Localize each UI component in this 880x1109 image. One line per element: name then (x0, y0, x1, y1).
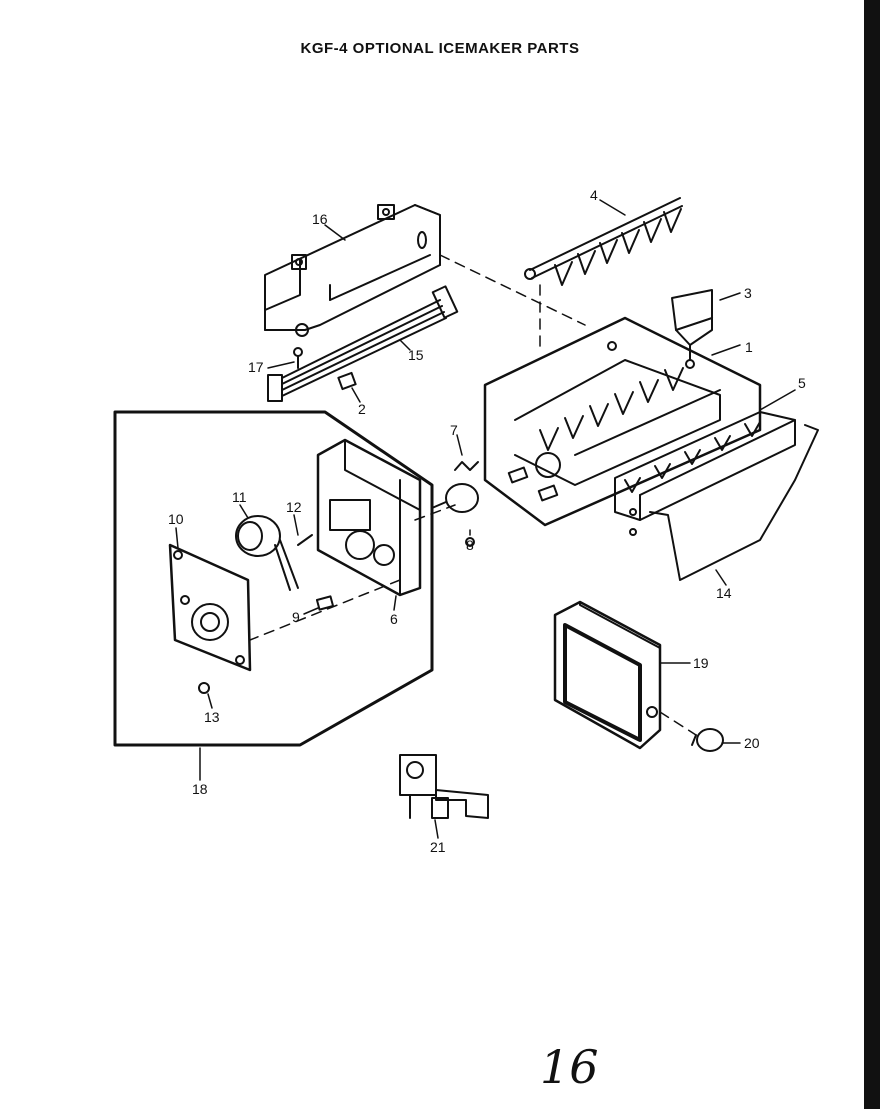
callout-11: 11 (232, 489, 247, 505)
part-8-motor (431, 483, 479, 547)
part-12-pin (297, 534, 313, 546)
part-10-mounting-plate (168, 543, 252, 672)
callout-15: 15 (408, 347, 424, 363)
callout-20: 20 (744, 735, 760, 751)
part-14-shutoff-arm (649, 424, 819, 581)
part-4-ejector (524, 197, 683, 286)
part-20-knob (691, 728, 724, 752)
part-1-ice-mold (483, 316, 762, 527)
callout-18: 18 (192, 781, 208, 797)
callout-9: 9 (292, 609, 300, 625)
part-17-screw (293, 347, 303, 369)
callout-10: 10 (168, 511, 184, 527)
part-2-clip (337, 371, 357, 391)
part-18-housing-outline (113, 410, 434, 747)
leader-lines (175, 199, 796, 839)
part-15-wire-harness (267, 285, 459, 402)
part-21-water-valve (399, 754, 489, 819)
part-7-clip (454, 461, 479, 471)
page-title: KGF-4 OPTIONAL ICEMAKER PARTS (300, 40, 580, 57)
callout-12: 12 (286, 499, 302, 515)
callout-8: 8 (466, 537, 474, 553)
part-3-fill-cup (671, 289, 713, 361)
scan-edge-shadow (864, 0, 880, 1109)
callout-16: 16 (312, 211, 328, 227)
part-5-tray-rail (614, 411, 796, 536)
callout-21: 21 (430, 839, 446, 855)
callout-14: 14 (716, 585, 732, 601)
callout-labels: 1 2 3 4 5 6 7 8 9 10 11 12 13 14 15 16 1… (168, 187, 806, 855)
part-11-timer-motor (235, 515, 299, 591)
callout-1: 1 (745, 339, 753, 355)
part-13-screw (198, 682, 210, 694)
callout-2: 2 (358, 401, 366, 417)
callout-6: 6 (390, 611, 398, 627)
part-6-module-housing (316, 438, 422, 597)
part-16-mounting-bracket (264, 204, 441, 337)
alignment-dash-lines (249, 254, 697, 736)
part-9-screw (315, 595, 335, 611)
callout-5: 5 (798, 375, 806, 391)
handwritten-page-number: 16 (540, 1040, 599, 1094)
callout-3: 3 (744, 285, 752, 301)
callout-19: 19 (693, 655, 709, 671)
callout-4: 4 (590, 187, 598, 203)
callout-17: 17 (248, 359, 264, 375)
part-19-cover (553, 600, 662, 750)
callout-13: 13 (204, 709, 220, 725)
callout-7: 7 (450, 422, 458, 438)
